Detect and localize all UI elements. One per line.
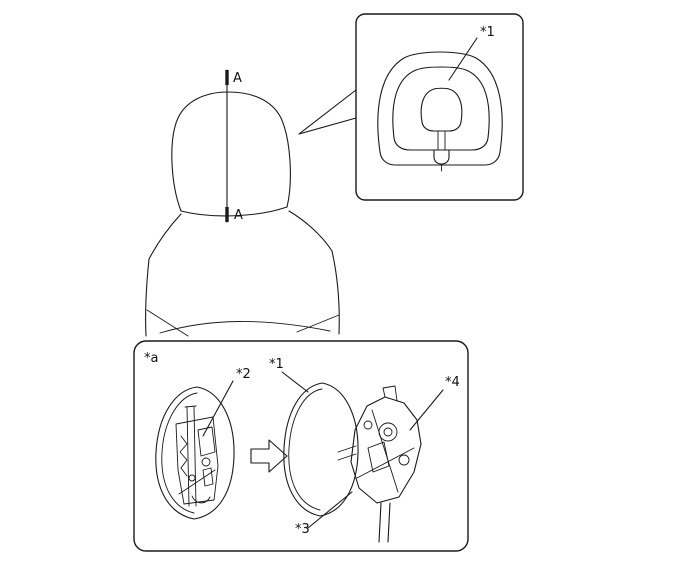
assembled-shell-inner [161,392,198,514]
headrest-bottom-edge [180,206,288,217]
transition-arrow [250,439,288,473]
seatback-bolster-left [146,309,189,337]
headrest-outline [171,91,291,212]
assembled-shell-outer [155,386,235,520]
lock-assembly-label: *2 [236,367,251,382]
exploded-shell-inner [288,388,323,511]
lower-leader [307,491,353,529]
inset-leader-lines [298,89,357,135]
lower-label: *3 [295,522,310,537]
exploded-bracket-mechanism [337,385,422,504]
bracket-label: *4 [445,375,460,390]
exploded-view: *1 *4 *3 [269,357,460,543]
exploded-shell-outer [283,382,359,517]
inset-pad-label: *1 [480,25,495,40]
assembled-view: *2 [155,367,251,520]
seatback-left-edge [145,258,150,337]
cover-leader [281,371,309,393]
bracket-leader [409,389,444,431]
cross-section-pad [392,66,490,151]
cross-section-shell [377,51,503,166]
seatback-left-shoulder [148,213,182,260]
detail-inset-group: *1 [298,13,524,201]
detail-inset-box [355,13,524,201]
procedure-panel-box [133,340,469,552]
seatback-right-shoulder [288,210,333,252]
lock-assembly-leader [202,380,234,437]
cover-label: *1 [269,357,284,372]
seatback-bolster-right [296,314,340,333]
retainer-clip [433,130,450,172]
headrest-stays [378,502,391,543]
panel-label: *a [144,351,158,366]
procedure-panel-group: *a *2 [133,340,469,552]
section-line-group: A A [225,69,243,223]
seatback-right-edge [331,250,340,335]
section-label-bottom: A [234,208,243,223]
inset-pad-leader [448,37,478,81]
section-label-top: A [233,71,242,86]
seat-headrest-drawing [145,91,340,337]
cross-section-core-hole [420,87,463,132]
seatback-contour [159,321,331,334]
